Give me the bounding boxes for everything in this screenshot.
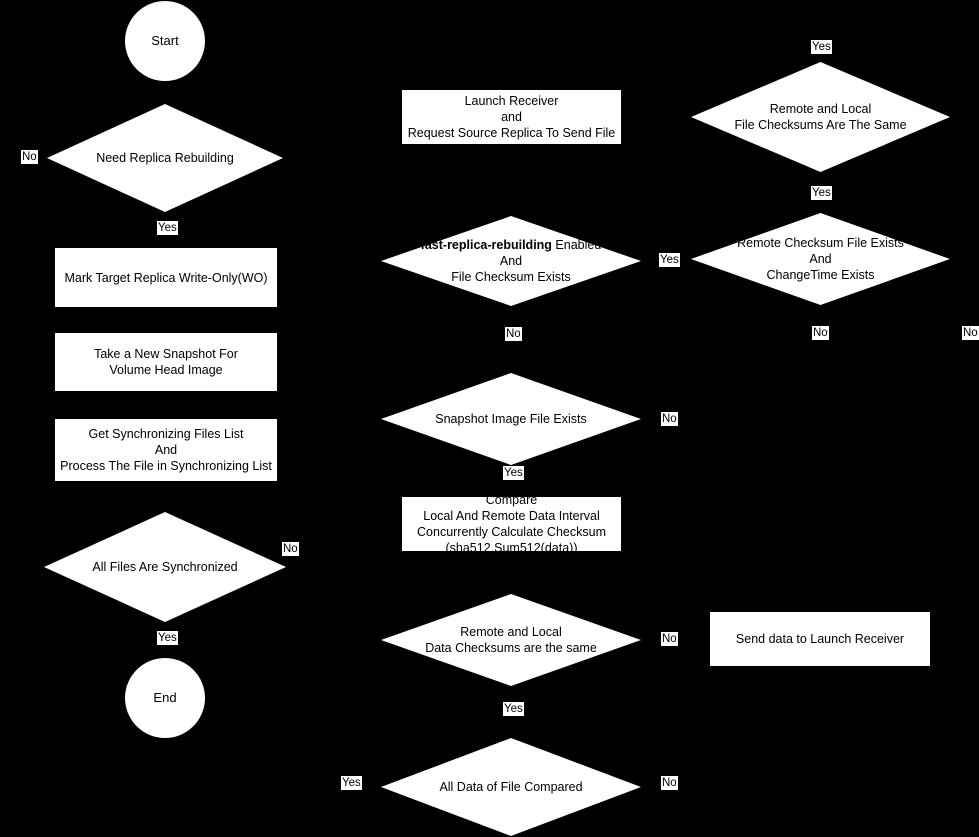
node-take-snapshot[interactable]: Take a New Snapshot For Volume Head Imag… [55, 333, 277, 391]
diamond-shape [691, 62, 950, 172]
diamond-shape [47, 104, 283, 212]
edge-label-file-checksums-top-yes: Yes [811, 40, 832, 54]
node-fast-replica-rebuilding[interactable]: fast-replica-rebuilding Enabled And File… [381, 216, 641, 306]
edge-label-snapshot-image-no: No [661, 412, 678, 426]
node-get-sync-files[interactable]: Get Synchronizing Files List And Process… [55, 419, 277, 481]
edge-label-file-checksums-down-yes: Yes [811, 186, 832, 200]
node-mark-target-replica-label: Mark Target Replica Write-Only(WO) [64, 270, 268, 285]
diamond-shape [691, 213, 950, 305]
connector-snapshot-image-to-compare [510, 465, 512, 497]
edge-label-need-replica-no: No [21, 150, 38, 164]
node-all-data-compared[interactable]: All Data of File Compared [381, 738, 641, 836]
node-snapshot-image-file-exists[interactable]: Snapshot Image File Exists [381, 373, 641, 465]
edge-label-remote-checksum-right-no: No [962, 326, 979, 340]
diamond-shape [381, 216, 641, 306]
node-start[interactable]: Start [125, 1, 205, 81]
edge-label-all-files-yes: Yes [157, 631, 178, 645]
connector-compare-to-data-checksums [510, 551, 512, 594]
node-get-sync-files-label: Get Synchronizing Files List And Process… [60, 427, 272, 473]
node-take-snapshot-label: Take a New Snapshot For Volume Head Imag… [94, 347, 238, 377]
edge-label-fast-replica-no: No [505, 327, 522, 341]
node-remote-checksum-file-exists[interactable]: Remote Checksum File Exists And ChangeTi… [691, 213, 950, 305]
edge-label-snapshot-image-yes: Yes [503, 466, 524, 480]
edge-label-all-data-compared-yes: Yes [341, 776, 362, 790]
edge-label-data-checksums-no: No [661, 632, 678, 646]
node-need-replica-rebuilding[interactable]: Need Replica Rebuilding [47, 104, 283, 212]
node-data-checksums-same[interactable]: Remote and Local Data Checksums are the … [381, 594, 641, 686]
connector-launch-receiver-to-fast-replica [510, 144, 512, 216]
diamond-shape [381, 594, 641, 686]
connector-mark-target-to-snapshot [164, 307, 166, 333]
node-launch-receiver-label: Launch Receiver and Request Source Repli… [407, 94, 616, 140]
connector-snapshot-to-get-sync [164, 391, 166, 419]
edge-label-data-checksums-yes: Yes [503, 702, 524, 716]
node-end-label: End [153, 690, 177, 705]
edge-label-all-files-no: No [282, 542, 299, 556]
node-send-data-to-launch-receiver[interactable]: Send data to Launch Receiver [710, 612, 930, 666]
node-mark-target-replica[interactable]: Mark Target Replica Write-Only(WO) [55, 248, 277, 307]
edge-label-fast-replica-yes: Yes [659, 253, 680, 267]
edge-label-all-data-compared-no: No [661, 776, 678, 790]
node-compare-data-interval[interactable]: Compare Local And Remote Data Interval C… [402, 493, 621, 555]
diamond-shape [44, 512, 286, 622]
connector-get-sync-to-all-files [164, 481, 166, 512]
edge-label-need-replica-yes: Yes [157, 221, 178, 235]
node-start-label: Start [151, 33, 179, 48]
node-send-data-label: Send data to Launch Receiver [735, 632, 905, 646]
node-file-checksums-same[interactable]: Remote and Local File Checksums Are The … [691, 62, 950, 172]
node-compare-data-interval-label: Compare Local And Remote Data Interval C… [417, 493, 606, 555]
connector-start-to-need-replica [164, 82, 166, 116]
diamond-shape [381, 373, 641, 465]
edge-label-remote-checksum-no: No [812, 326, 829, 340]
node-end[interactable]: End [125, 658, 205, 738]
diamond-shape [381, 738, 641, 836]
node-all-files-synchronized[interactable]: All Files Are Synchronized [44, 512, 286, 622]
node-launch-receiver[interactable]: Launch Receiver and Request Source Repli… [402, 90, 621, 144]
